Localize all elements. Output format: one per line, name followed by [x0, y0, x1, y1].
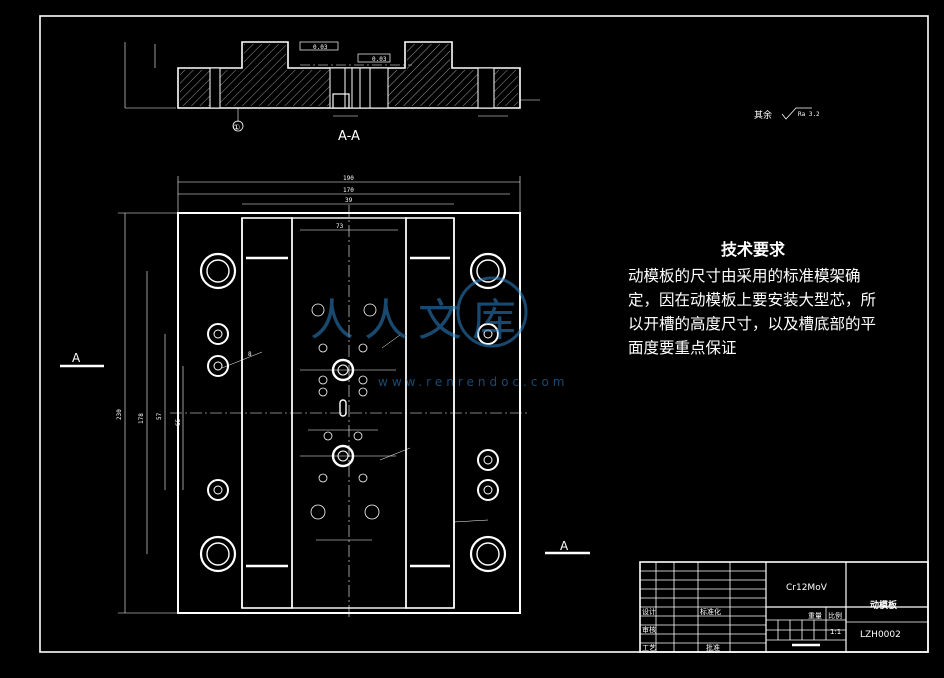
hatch-right-top	[407, 44, 450, 70]
title-material: Cr12MoV	[786, 583, 828, 593]
drawing-frame	[39, 15, 929, 653]
tech-body: 动模板的尺寸由采用的标准模架确定，因在动模板上要安装大型芯，所以开槽的高度尺寸，…	[628, 267, 877, 357]
dim-pocket-width: 73	[336, 223, 344, 230]
section-mark-left: A	[72, 351, 81, 365]
screw-hole	[207, 323, 229, 345]
title-standardize: 标准化	[700, 607, 721, 616]
dim-height-small: 65	[175, 418, 182, 426]
dim-inner-width: 170	[343, 187, 354, 194]
section-slot	[329, 67, 389, 109]
title-weight-label: 重量	[808, 612, 822, 620]
section-view	[124, 41, 540, 132]
title-approve: 批准	[706, 643, 720, 652]
watermark-text: 人人文库	[310, 295, 526, 346]
title-block	[639, 561, 929, 653]
section-mark-right: A	[560, 539, 569, 553]
dim-overall-width: 190	[343, 175, 354, 182]
screw-hole	[477, 479, 499, 501]
section-label: A-A	[338, 129, 360, 144]
hatch-left	[180, 70, 330, 106]
datum-label: ①	[233, 123, 240, 132]
flatness-callout-2: 0.03	[372, 56, 387, 63]
tech-title: 技术要求	[720, 240, 785, 259]
flatness-callout-1: 0.03	[313, 44, 328, 51]
watermark-url: www.renrendoc.com	[378, 375, 568, 389]
screw-hole	[207, 479, 229, 501]
title-process: 工艺	[642, 644, 656, 652]
surface-note-label: 其余	[754, 109, 772, 121]
dim-slot-width: 39	[345, 197, 353, 204]
dim-hole-dia: 8	[248, 351, 252, 358]
screw-hole	[207, 355, 229, 377]
watermark-logo	[456, 276, 528, 348]
guide-hole-bl	[199, 535, 237, 573]
dim-height-mid: 57	[156, 412, 163, 420]
dim-overall-height: 230	[116, 409, 123, 420]
title-scale-label: 比例	[828, 611, 842, 620]
title-review: 审核	[642, 625, 656, 634]
hatch-left-top	[244, 44, 286, 70]
screw-hole	[477, 449, 499, 471]
watermark: 人人文库 www.renrendoc.com	[310, 276, 568, 389]
plan-view	[60, 176, 590, 618]
title-scale-value: 1:1	[830, 628, 841, 636]
hatch-right	[388, 70, 518, 106]
title-design: 设计	[642, 607, 656, 616]
roughness-symbol	[781, 107, 812, 120]
guide-hole-tl	[199, 252, 237, 290]
roughness-value: Ra 3.2	[798, 111, 820, 118]
dim-height-total: 178	[138, 413, 145, 424]
datum-circle	[232, 120, 244, 132]
title-part-name: 动模板	[870, 599, 898, 611]
title-drawing-no: LZH0002	[860, 630, 901, 640]
guide-hole-tr	[469, 252, 507, 290]
guide-hole-br	[469, 535, 507, 573]
screw-hole	[477, 323, 499, 345]
section-outline	[177, 41, 521, 109]
technical-requirements: 技术要求 动模板的尺寸由采用的标准模架确定，因在动模板上要安装大型芯，所以开槽的…	[628, 236, 878, 360]
